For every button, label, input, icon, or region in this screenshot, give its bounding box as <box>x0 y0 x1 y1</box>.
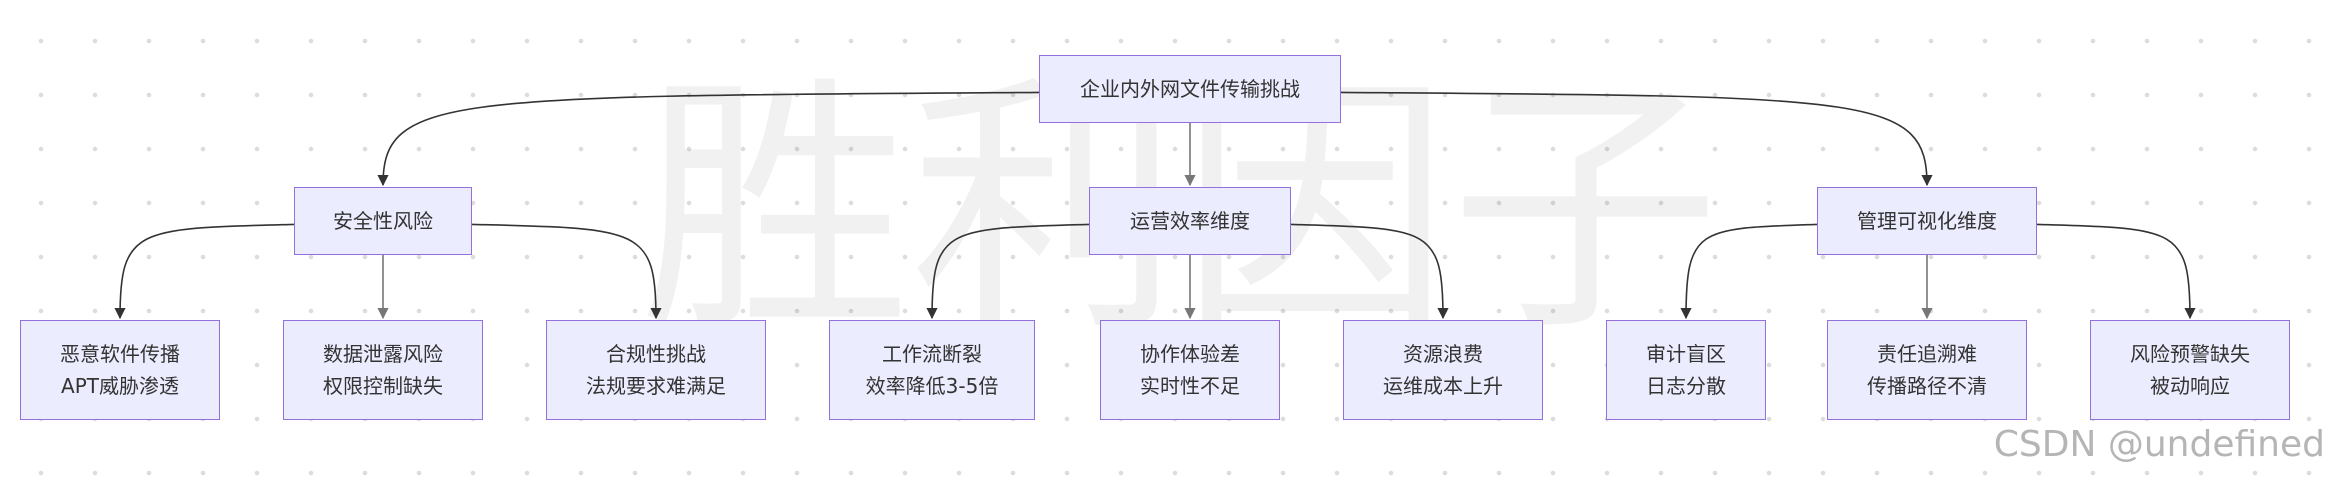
root-node-label: 企业内外网文件传输挑战 <box>1080 77 1300 101</box>
edge-root-to-management <box>1340 91 1933 187</box>
leaf-line-2: 权限控制缺失 <box>323 374 443 398</box>
edge-management-to-warning <box>2036 223 2196 320</box>
category-node-security: 安全性风险 <box>294 187 472 255</box>
leaf-line-2: 被动响应 <box>2150 374 2230 398</box>
leaf-line-1: 恶意软件传播 <box>60 342 180 366</box>
leaf-line-1: 数据泄露风险 <box>323 342 443 366</box>
leaf-line-1: 责任追溯难 <box>1877 342 1977 366</box>
category-label-management: 管理可视化维度 <box>1857 209 1997 233</box>
leaf-line-2: 实时性不足 <box>1140 374 1240 398</box>
leaf-node-warning: 风险预警缺失 被动响应 <box>2090 320 2290 420</box>
category-label-security: 安全性风险 <box>333 209 433 233</box>
leaf-line-2: 传播路径不清 <box>1867 374 1987 398</box>
edge-security-to-compliance <box>471 223 662 320</box>
leaf-node-leak: 数据泄露风险 权限控制缺失 <box>283 320 483 420</box>
leaf-line-2: APT威胁渗透 <box>61 374 179 398</box>
root-node: 企业内外网文件传输挑战 <box>1039 55 1341 123</box>
leaf-line-2: 日志分散 <box>1646 374 1726 398</box>
leaf-node-trace: 责任追溯难 传播路径不清 <box>1827 320 2027 420</box>
edge-root-to-security <box>377 91 1040 187</box>
edge-efficiency-to-workflow <box>926 223 1090 320</box>
leaf-line-2: 运维成本上升 <box>1383 374 1503 398</box>
leaf-line-1: 资源浪费 <box>1403 342 1483 366</box>
category-node-efficiency: 运营效率维度 <box>1089 187 1291 255</box>
leaf-line-1: 工作流断裂 <box>882 342 982 366</box>
leaf-line-2: 法规要求难满足 <box>586 374 726 398</box>
leaf-line-1: 风险预警缺失 <box>2130 342 2250 366</box>
leaf-node-collab: 协作体验差 实时性不足 <box>1100 320 1280 420</box>
leaf-node-workflow: 工作流断裂 效率降低3-5倍 <box>829 320 1035 420</box>
leaf-node-waste: 资源浪费 运维成本上升 <box>1343 320 1543 420</box>
edge-management-to-audit <box>1680 223 1818 320</box>
leaf-line-1: 协作体验差 <box>1140 342 1240 366</box>
leaf-node-malware: 恶意软件传播 APT威胁渗透 <box>20 320 220 420</box>
leaf-line-1: 合规性挑战 <box>606 342 706 366</box>
edge-security-to-malware <box>114 223 295 320</box>
leaf-line-1: 审计盲区 <box>1646 342 1726 366</box>
csdn-watermark: CSDN @undefined <box>1993 424 2325 465</box>
category-label-efficiency: 运营效率维度 <box>1130 209 1250 233</box>
category-node-management: 管理可视化维度 <box>1817 187 2037 255</box>
leaf-line-2: 效率降低3-5倍 <box>865 374 999 398</box>
leaf-node-audit: 审计盲区 日志分散 <box>1606 320 1766 420</box>
leaf-node-compliance: 合规性挑战 法规要求难满足 <box>546 320 766 420</box>
edge-efficiency-to-waste <box>1290 223 1449 320</box>
